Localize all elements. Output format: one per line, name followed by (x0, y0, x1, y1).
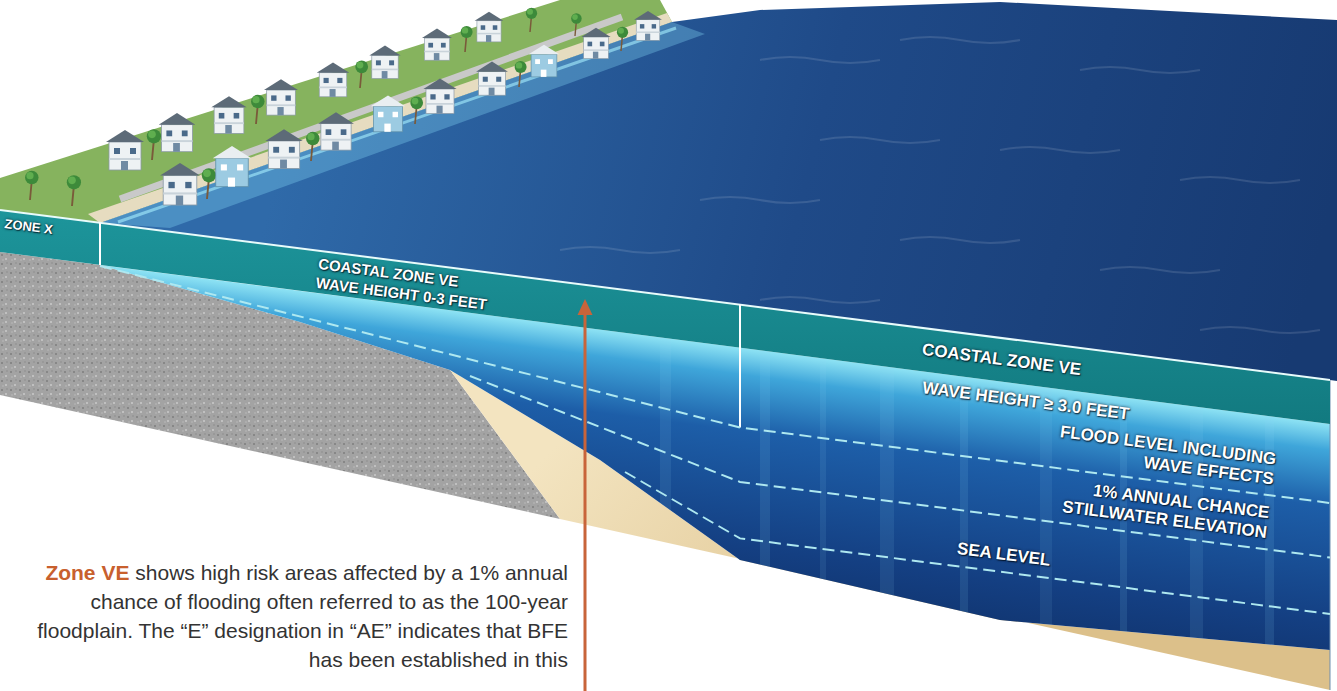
leader-arrowhead (578, 299, 593, 315)
house (106, 130, 144, 170)
wave-stroke (1200, 327, 1320, 333)
palm-tree (410, 96, 423, 124)
house (264, 79, 298, 115)
house (318, 112, 354, 150)
house (213, 146, 252, 187)
house (369, 46, 400, 79)
house (423, 79, 456, 114)
wave-stroke (1080, 67, 1200, 73)
palm-tree (25, 171, 39, 200)
palm-tree (571, 13, 582, 36)
palm-tree (147, 129, 161, 160)
wave-stroke (700, 197, 820, 203)
flood-level-line (100, 266, 1330, 503)
house (634, 11, 662, 40)
palm-tree (306, 132, 320, 161)
wave-stroke (1180, 177, 1300, 183)
palm-tree (461, 26, 473, 52)
wave-stroke (1000, 147, 1120, 153)
house (160, 163, 200, 205)
house (371, 95, 406, 131)
zone-divider (739, 305, 741, 428)
zone-name: Zone VE (45, 561, 129, 584)
house (476, 62, 508, 96)
house (475, 12, 504, 42)
water-streak (1040, 260, 1052, 690)
palm-tree (202, 168, 216, 199)
house (529, 45, 560, 77)
band-top-edge (0, 210, 1330, 380)
description-paragraph: Zone VEshows high risk areas affected by… (8, 558, 568, 674)
water-streak (960, 260, 968, 690)
house (211, 96, 246, 133)
house (422, 29, 452, 61)
palm-tree (515, 61, 527, 87)
sea-level-line (625, 472, 1330, 614)
wave-stroke (900, 237, 1020, 243)
house (317, 62, 350, 96)
shore-glow (100, 22, 705, 228)
zone-band (0, 210, 1330, 424)
wave-stroke (760, 57, 880, 63)
wave-stroke (1100, 267, 1220, 273)
wave-stroke (820, 137, 940, 143)
wave-texture (560, 37, 1320, 333)
palm-tree (526, 8, 537, 32)
palm-tree (355, 60, 368, 88)
palm-tree (251, 95, 264, 124)
leader-line (584, 313, 587, 691)
palm-tree (617, 27, 628, 51)
shore-line (118, 28, 676, 222)
palm-tree (67, 175, 81, 206)
house (581, 28, 610, 59)
zone-divider (99, 223, 101, 265)
wave-stroke (900, 37, 1020, 43)
section-edge (1330, 380, 1331, 690)
water-streak (1120, 260, 1127, 690)
house (159, 113, 196, 152)
house (265, 129, 302, 168)
front-row (160, 11, 662, 205)
wave-stroke (760, 297, 880, 303)
stillwater-line (470, 376, 1330, 558)
wave-stroke (560, 247, 680, 253)
